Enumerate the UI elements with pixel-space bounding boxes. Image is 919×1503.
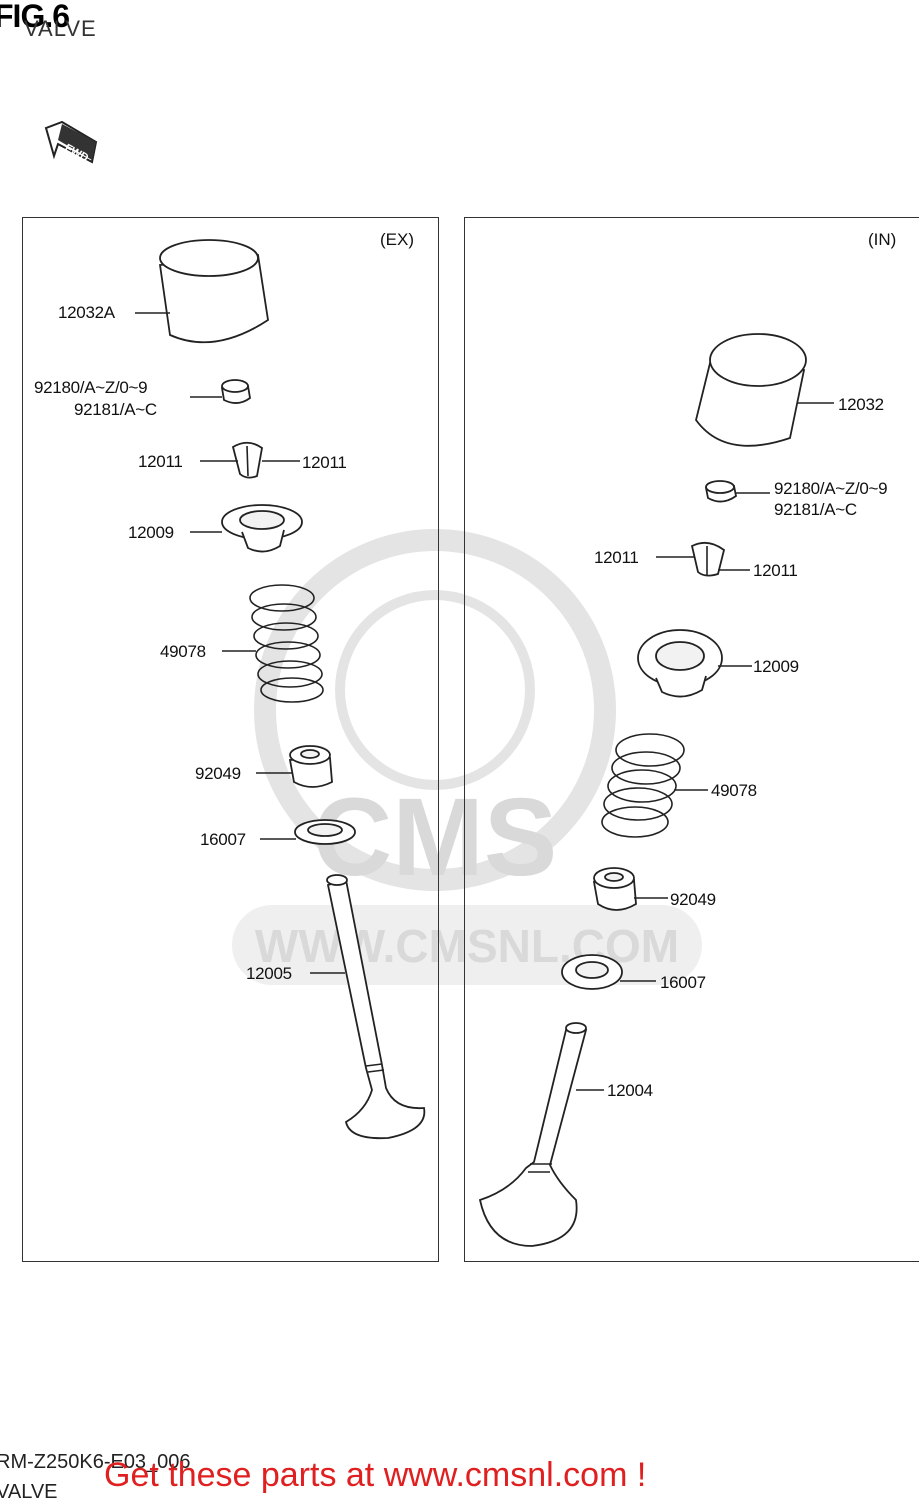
- in-part-valve[interactable]: 12004: [607, 1081, 653, 1100]
- in-part-stem-seal[interactable]: 92049: [670, 890, 716, 909]
- intake-panel-label: (IN): [868, 230, 897, 249]
- in-stem-seal-drawing: [592, 867, 637, 911]
- ex-shim-drawing: [220, 379, 251, 404]
- figure-subtitle: VALVE: [24, 16, 97, 41]
- in-shim-drawing: [704, 480, 737, 503]
- ex-part-valve[interactable]: 12005: [246, 964, 292, 983]
- in-part-shim-1[interactable]: 92180/A~Z/0~9: [774, 479, 888, 498]
- in-retainer-drawing: [637, 629, 723, 698]
- in-valve-drawing: [478, 1022, 588, 1247]
- ex-spring-drawing: [249, 584, 324, 703]
- ex-stem-seal-drawing: [288, 745, 333, 788]
- ex-part-stem-seal[interactable]: 92049: [195, 764, 241, 783]
- in-spring-drawing: [601, 733, 685, 838]
- ex-tappet-drawing: [158, 239, 269, 344]
- forward-arrow-icon: FWD: [44, 120, 98, 164]
- in-part-spring[interactable]: 49078: [711, 781, 757, 800]
- ex-part-spring-seat[interactable]: 16007: [200, 830, 246, 849]
- ex-part-shim-2[interactable]: 92181/A~C: [74, 400, 157, 419]
- exhaust-panel-label: (EX): [380, 230, 414, 249]
- in-part-tappet[interactable]: 12032: [838, 395, 884, 414]
- ex-part-shim-1[interactable]: 92180/A~Z/0~9: [34, 378, 148, 397]
- ex-retainer-drawing: [221, 504, 303, 553]
- watermark-logo-text: CMS: [313, 776, 557, 899]
- ex-part-retainer[interactable]: 12009: [128, 523, 174, 542]
- in-part-shim-2[interactable]: 92181/A~C: [774, 500, 857, 519]
- ex-cotter-drawing: [231, 441, 263, 479]
- ex-part-tappet[interactable]: 12032A: [58, 303, 115, 322]
- footer-section: VALVE: [0, 1481, 58, 1503]
- in-part-cotter-left[interactable]: 12011: [594, 548, 639, 567]
- ex-spring-seat-drawing: [294, 819, 356, 845]
- ex-part-cotter-left[interactable]: 12011: [138, 452, 183, 471]
- ex-valve-drawing: [326, 874, 426, 1140]
- in-tappet-drawing: [695, 333, 807, 447]
- intake-panel: [464, 217, 919, 1262]
- ex-part-spring[interactable]: 49078: [160, 642, 206, 661]
- in-cotter-drawing: [690, 541, 726, 577]
- in-part-retainer[interactable]: 12009: [753, 657, 799, 676]
- in-part-cotter-right[interactable]: 12011: [753, 561, 798, 580]
- footer-model-code: RM-Z250K6-E03_006: [0, 1451, 191, 1473]
- in-spring-seat-drawing: [561, 954, 623, 990]
- figure-title: FIG.6: [0, 0, 70, 34]
- footer-cta-link[interactable]: Get these parts at www.cmsnl.com !: [104, 1456, 647, 1494]
- ex-part-cotter-right[interactable]: 12011: [302, 453, 347, 472]
- in-part-spring-seat[interactable]: 16007: [660, 973, 706, 992]
- exhaust-panel: [22, 217, 439, 1262]
